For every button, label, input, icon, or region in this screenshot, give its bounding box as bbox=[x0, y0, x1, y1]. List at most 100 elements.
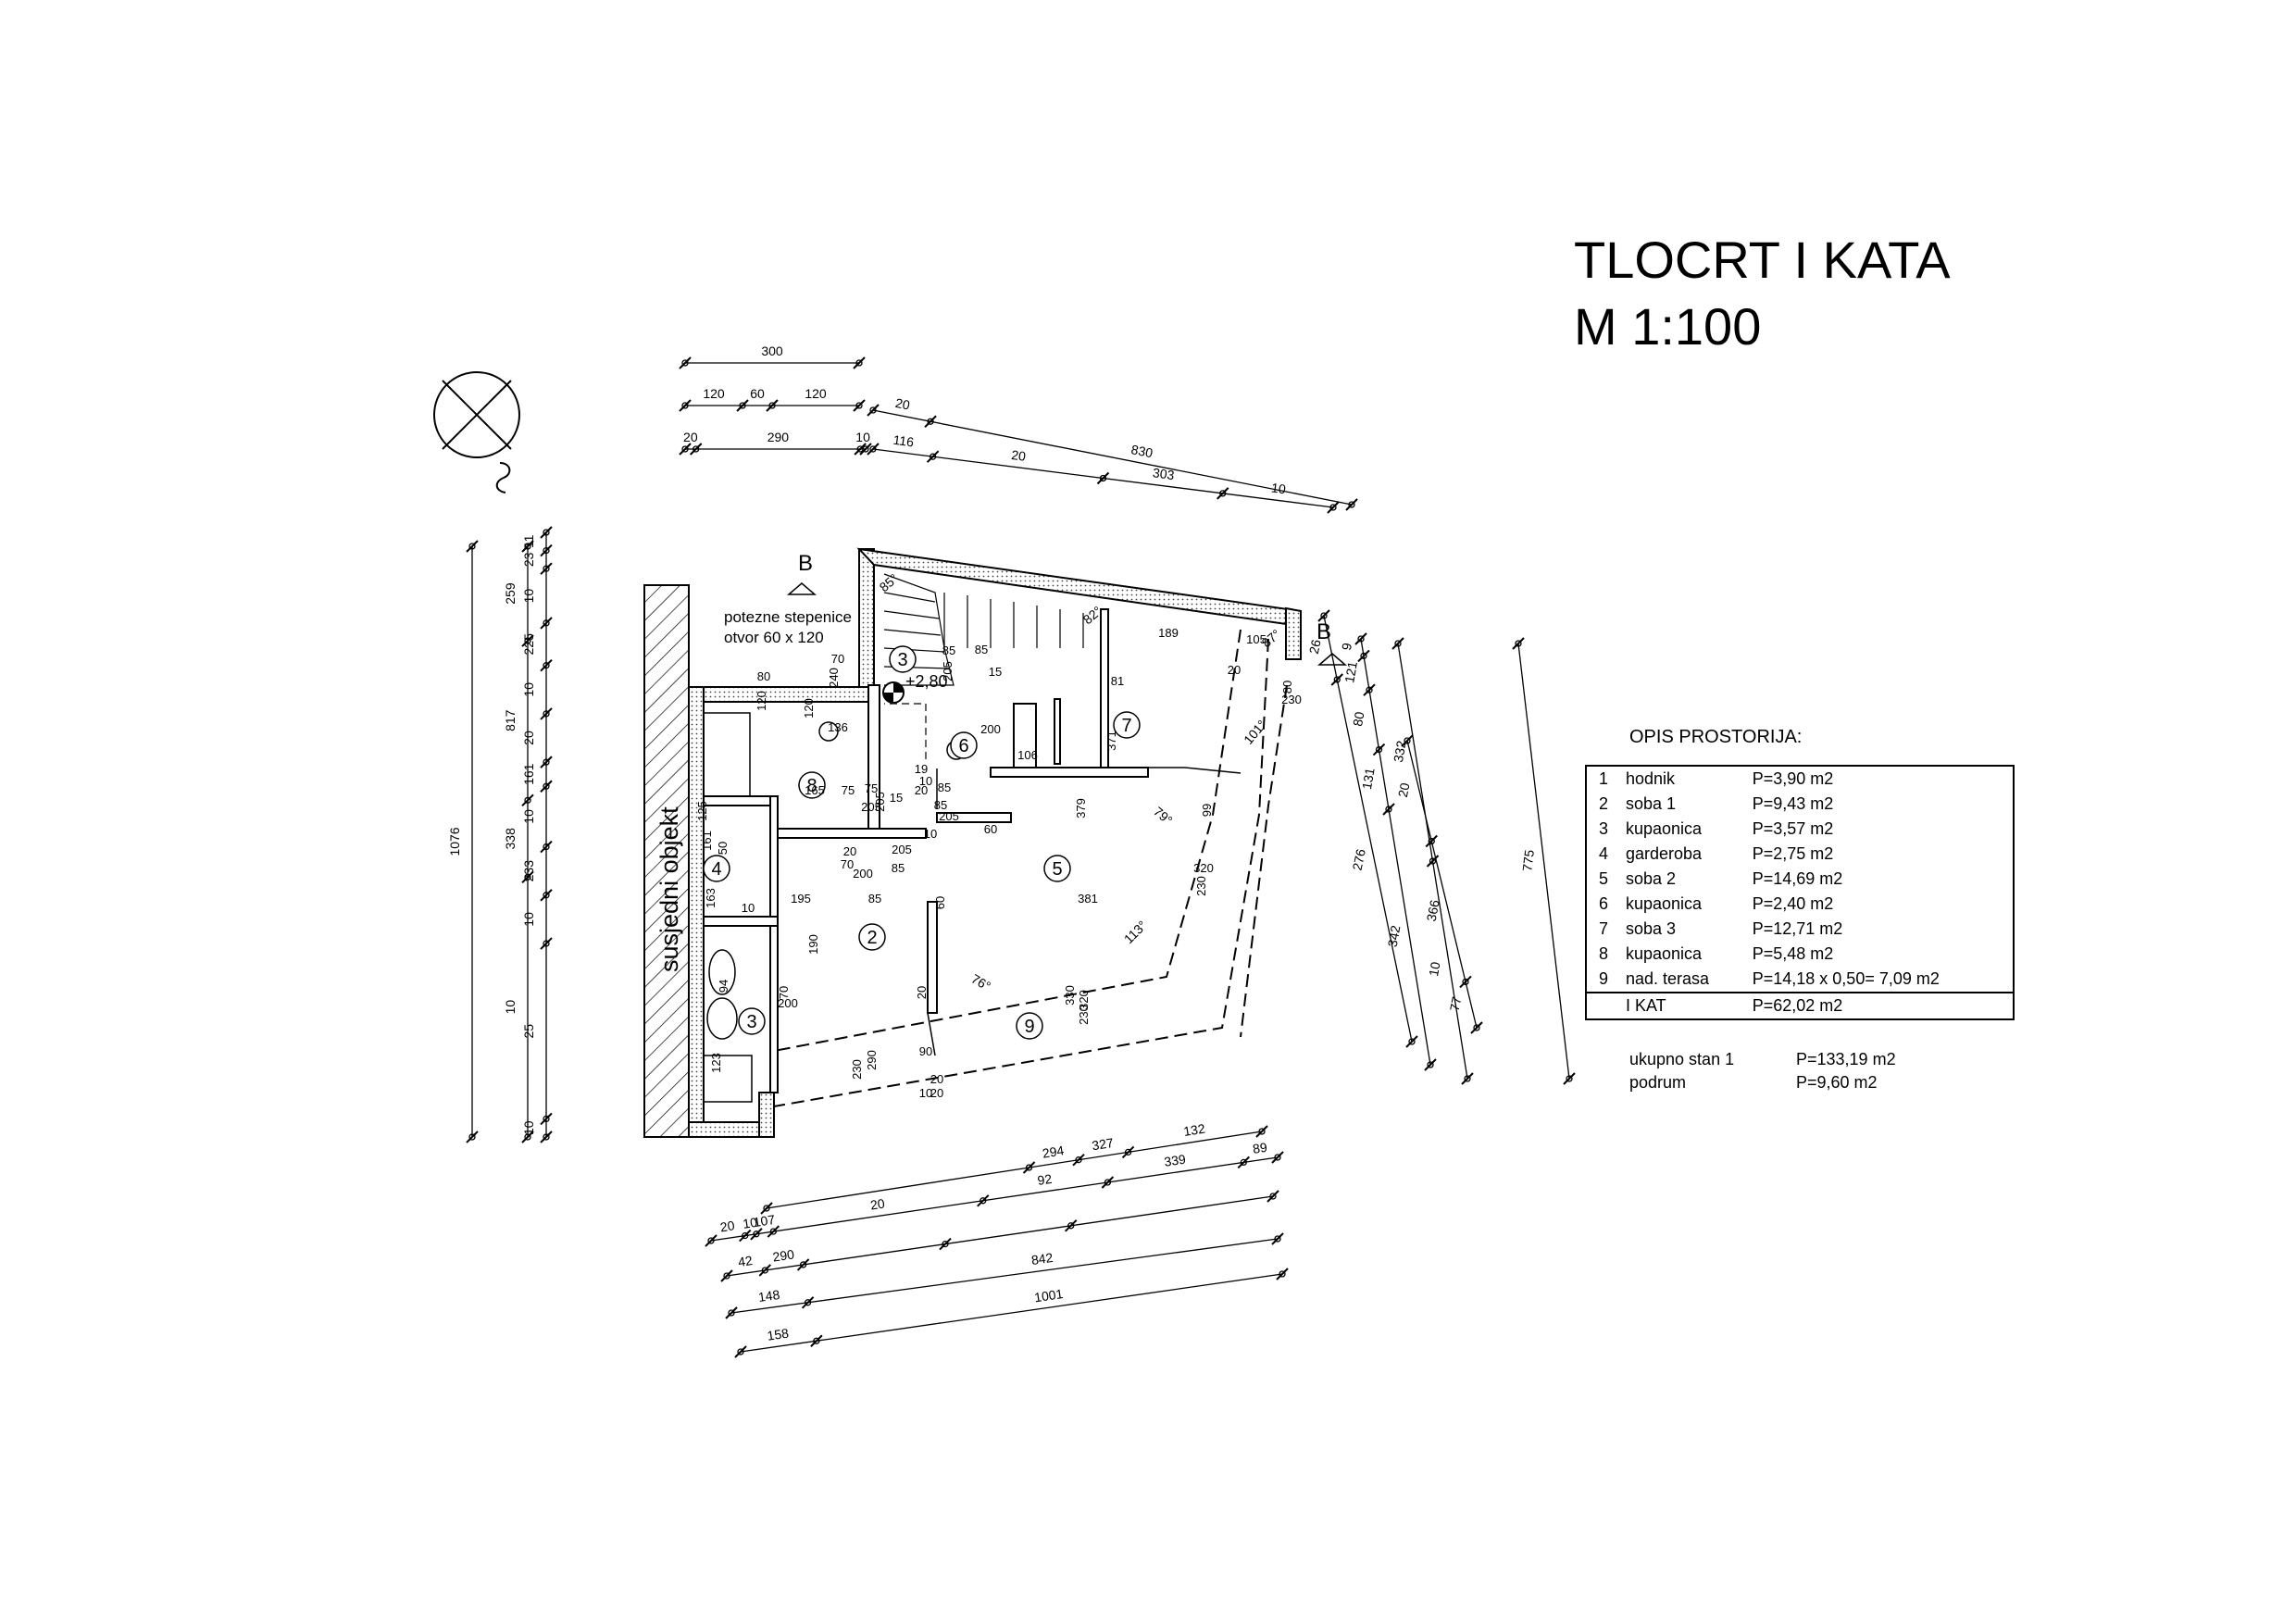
dimension-lines bbox=[466, 356, 1576, 1358]
dimension-value: 158 bbox=[767, 1326, 791, 1343]
room-no: 2 bbox=[1598, 794, 1608, 813]
room-area: P=9,43 m2 bbox=[1752, 794, 1834, 813]
inner-dimension-value: 20 bbox=[930, 1072, 943, 1086]
dimension-value: 338 bbox=[503, 828, 518, 850]
total-spacer bbox=[1586, 992, 1620, 1019]
room-name: kupaonica bbox=[1626, 894, 1703, 913]
dimension-value: 842 bbox=[1030, 1250, 1054, 1268]
dimension-value: 290 bbox=[772, 1246, 796, 1264]
inner-dimension-value: 10 bbox=[924, 827, 937, 841]
inner-dimension-value: 80 bbox=[757, 669, 770, 683]
room-no: 4 bbox=[1598, 844, 1608, 863]
dimension-value: 294 bbox=[1042, 1143, 1066, 1160]
inner-dimension-value: 136 bbox=[828, 720, 848, 734]
room-no: 9 bbox=[1598, 969, 1608, 988]
room-area: P=12,71 m2 bbox=[1752, 919, 1843, 938]
dimension-value: 1001 bbox=[1033, 1286, 1064, 1305]
legend-caption: OPIS PROSTORIJA: bbox=[1629, 727, 1803, 747]
inner-dimension-value: 120 bbox=[802, 698, 816, 718]
inner-dimension-value: 80 bbox=[1280, 681, 1294, 693]
dimension-value: 20 bbox=[1395, 781, 1413, 799]
inner-dimension-value: 10 bbox=[742, 901, 755, 915]
dimension-value: 23 bbox=[521, 552, 536, 567]
dimension-value: 189 bbox=[0, 0, 11, 3]
dimension-value: 342 bbox=[1385, 924, 1404, 948]
dimension-value: 10 bbox=[503, 1000, 518, 1015]
dimension-value: 42 bbox=[737, 1253, 754, 1269]
dimension-value: 10 bbox=[742, 1215, 758, 1231]
terrace-outline bbox=[773, 629, 1288, 1107]
inner-dimension-value: 70 bbox=[841, 857, 854, 871]
dimension-value: 10 bbox=[521, 589, 536, 604]
room-name: soba 2 bbox=[1626, 869, 1677, 888]
inner-dimension-value: 125 bbox=[695, 801, 709, 821]
room-name: kupaonica bbox=[1626, 819, 1703, 838]
dimension-value: 77 bbox=[1447, 995, 1465, 1013]
dimension-value: 20 bbox=[719, 1218, 736, 1234]
dimension-value: 26 bbox=[1306, 638, 1324, 656]
inner-dimension-value: 94 bbox=[717, 980, 730, 993]
dimension-value: 120 bbox=[703, 386, 725, 401]
inner-dimension-value: 99 bbox=[1200, 804, 1214, 817]
level-marker-icon: +2,80 bbox=[882, 672, 948, 704]
inner-dimension-value: 205 bbox=[939, 809, 959, 823]
room-area: P=3,57 m2 bbox=[1752, 819, 1834, 838]
dimension-value: 20 bbox=[683, 430, 698, 444]
north-arrow-icon bbox=[433, 371, 520, 493]
dimension-value: 233 bbox=[521, 860, 536, 882]
room-number-badge: 3 bbox=[889, 645, 917, 673]
room-number-badge: 6 bbox=[950, 731, 978, 759]
stairs-note-2: otvor 60 x 120 bbox=[724, 629, 824, 646]
inner-dimension-value: 330 bbox=[1063, 985, 1077, 1006]
dimension-value: 225 bbox=[521, 633, 536, 656]
exterior-walls bbox=[688, 547, 1303, 1138]
room-no: 7 bbox=[1598, 919, 1608, 938]
inner-dimension-value: 70 bbox=[831, 652, 844, 666]
scale-label: M 1:100 bbox=[1574, 297, 1762, 356]
inner-dimension-value: 371 bbox=[1104, 731, 1118, 751]
dimension-value: 10 bbox=[521, 912, 536, 927]
inner-dimension-value: 123 bbox=[709, 1053, 723, 1073]
inner-dimension-value: 15 bbox=[890, 791, 903, 805]
room-number-badge: 9 bbox=[1016, 1012, 1043, 1040]
dimension-value: 120 bbox=[805, 386, 827, 401]
dimension-value: 10 bbox=[1270, 481, 1287, 497]
dimension-value: 116 bbox=[892, 432, 915, 450]
total-area: P=62,02 m2 bbox=[1746, 992, 2014, 1019]
inner-dimension-value: 240 bbox=[827, 668, 841, 688]
dimension-value: 89 bbox=[1252, 1140, 1268, 1156]
inner-dimension-value: 161 bbox=[700, 831, 714, 851]
room-name: soba 1 bbox=[1626, 794, 1677, 813]
dimension-value: 276 bbox=[1349, 847, 1368, 871]
title-line-1: TLOCRT I KATA bbox=[1574, 231, 1951, 289]
dimension-value: 25 bbox=[521, 1024, 536, 1039]
room-number-label: 6 bbox=[958, 736, 968, 756]
inner-dimension-value: 81 bbox=[1111, 674, 1124, 688]
dimension-value: 20 bbox=[1010, 447, 1027, 464]
dimension-value: 10 bbox=[521, 809, 536, 824]
room-number-badge: 4 bbox=[703, 855, 730, 882]
inner-dimension-value: 205 bbox=[892, 843, 912, 856]
angle-label: 76° bbox=[969, 971, 993, 993]
room-number-label: 9 bbox=[1024, 1017, 1034, 1037]
room-number-label: 5 bbox=[1052, 859, 1062, 880]
stairs-note-1: potezne stepenice bbox=[724, 608, 852, 626]
room-number-badge: 8 bbox=[798, 771, 826, 799]
dimension-value: 80 bbox=[1350, 710, 1366, 727]
dimension-value: 332 bbox=[1391, 740, 1409, 764]
inner-dimension-value: 200 bbox=[853, 867, 873, 881]
room-name: kupaonica bbox=[1626, 944, 1703, 963]
room-number-badge: 5 bbox=[1043, 855, 1071, 882]
inner-dimension-value: 165 bbox=[805, 783, 825, 797]
svg-text:B: B bbox=[1316, 619, 1331, 644]
inner-dimension-value: 50 bbox=[716, 842, 730, 855]
inner-dimension-value: 60 bbox=[984, 822, 997, 836]
